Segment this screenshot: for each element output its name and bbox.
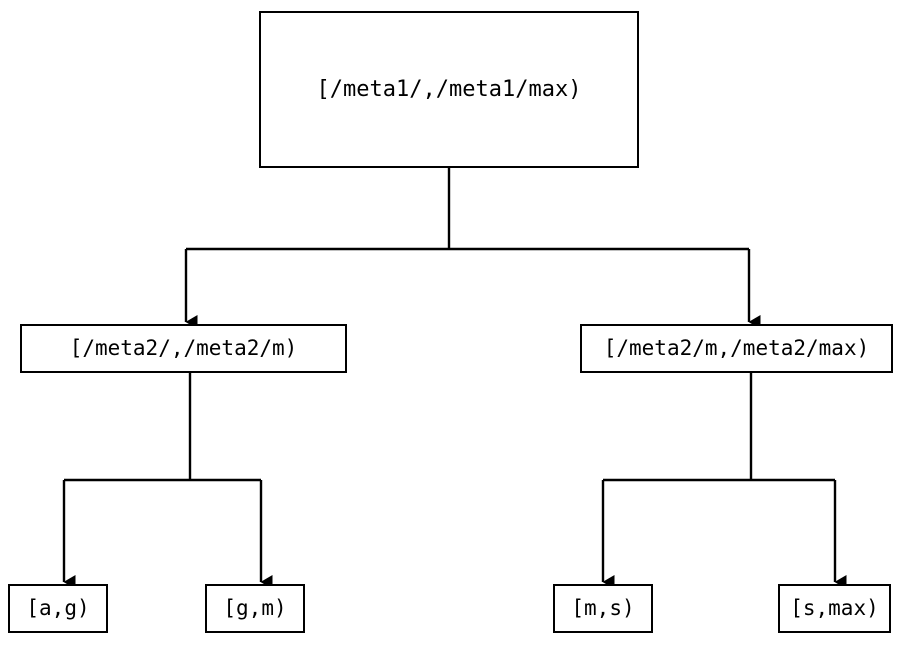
node-leaf-a-g[interactable]: [a,g) bbox=[8, 584, 108, 633]
node-mid-right[interactable]: [/meta2/m,/meta2/max) bbox=[580, 324, 893, 373]
node-leaf-s-max-label: [s,max) bbox=[790, 596, 879, 620]
node-leaf-a-g-label: [a,g) bbox=[26, 596, 90, 620]
node-mid-left[interactable]: [/meta2/,/meta2/m) bbox=[20, 324, 347, 373]
node-leaf-g-m[interactable]: [g,m) bbox=[205, 584, 305, 633]
node-leaf-m-s[interactable]: [m,s) bbox=[553, 584, 653, 633]
node-leaf-s-max[interactable]: [s,max) bbox=[778, 584, 891, 633]
node-root[interactable]: [/meta1/,/meta1/max) bbox=[259, 11, 639, 168]
node-leaf-m-s-label: [m,s) bbox=[571, 596, 635, 620]
node-leaf-g-m-label: [g,m) bbox=[223, 596, 287, 620]
node-mid-left-label: [/meta2/,/meta2/m) bbox=[69, 336, 298, 360]
node-root-label: [/meta1/,/meta1/max) bbox=[316, 76, 582, 102]
node-mid-right-label: [/meta2/m,/meta2/max) bbox=[603, 336, 870, 360]
